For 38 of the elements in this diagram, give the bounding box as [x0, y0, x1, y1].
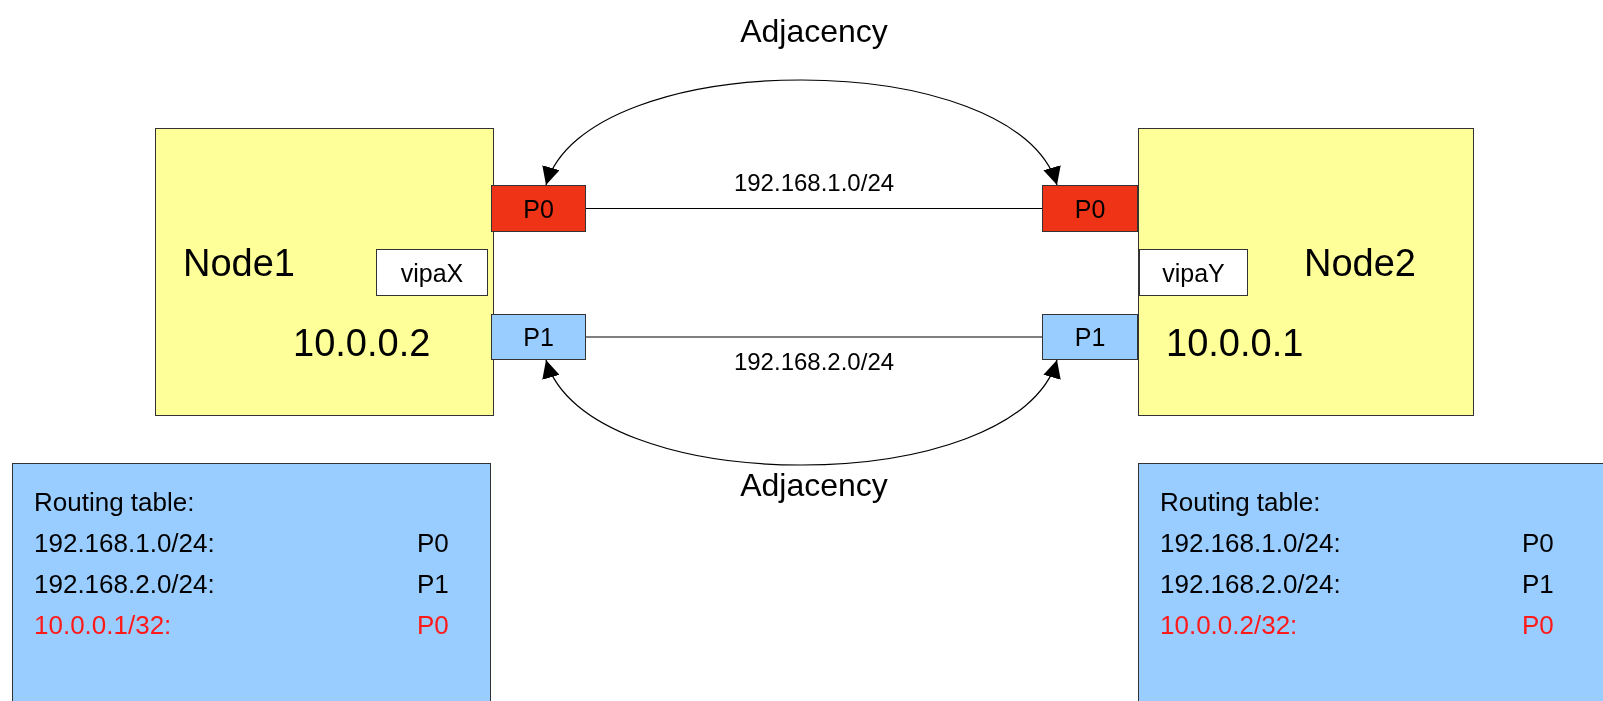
route-port: P1	[417, 571, 449, 597]
route-prefix: 192.168.2.0/24:	[1160, 571, 1341, 597]
port-label: P1	[523, 324, 554, 350]
port-box	[491, 314, 586, 360]
table-heading: Routing table:	[34, 489, 195, 515]
route-port: P0	[1522, 612, 1554, 638]
port-label: P1	[1074, 324, 1106, 350]
link-line	[585, 207, 1043, 210]
route-prefix: 10.0.0.2/32:	[1160, 612, 1298, 638]
vipa-label: vipaX	[400, 260, 464, 285]
routing-table-panel	[1138, 463, 1603, 701]
table-heading: Routing table:	[1160, 489, 1321, 515]
port-box	[1042, 314, 1138, 360]
adjacency-arrow	[545, 79, 1058, 186]
route-prefix: 192.168.2.0/24:	[34, 571, 215, 597]
route-port: P0	[417, 530, 449, 556]
route-port: P1	[1522, 571, 1554, 597]
routing-table-panel	[12, 463, 491, 701]
vipa-box	[376, 249, 488, 296]
link-line	[585, 336, 1043, 338]
vipa-box	[1139, 249, 1248, 296]
node-name: Node1	[183, 244, 295, 282]
route-prefix: 192.168.1.0/24:	[34, 530, 215, 556]
port-box	[1042, 185, 1138, 232]
port-label: P0	[1074, 196, 1106, 221]
node-name: Node2	[1304, 244, 1416, 282]
route-prefix: 192.168.1.0/24:	[1160, 530, 1341, 556]
ip-address: 10.0.0.1	[1166, 324, 1304, 362]
port-label: P0	[523, 196, 554, 221]
vipa-label: vipaY	[1162, 260, 1225, 285]
route-port: P0	[417, 612, 449, 638]
ip-address: 10.0.0.2	[293, 324, 431, 362]
route-prefix: 10.0.0.1/32:	[34, 612, 172, 638]
node-box	[1138, 128, 1474, 416]
adjacency-arrow	[545, 359, 1058, 466]
route-port: P0	[1522, 530, 1554, 556]
port-box	[491, 185, 586, 232]
node-box	[155, 128, 494, 416]
